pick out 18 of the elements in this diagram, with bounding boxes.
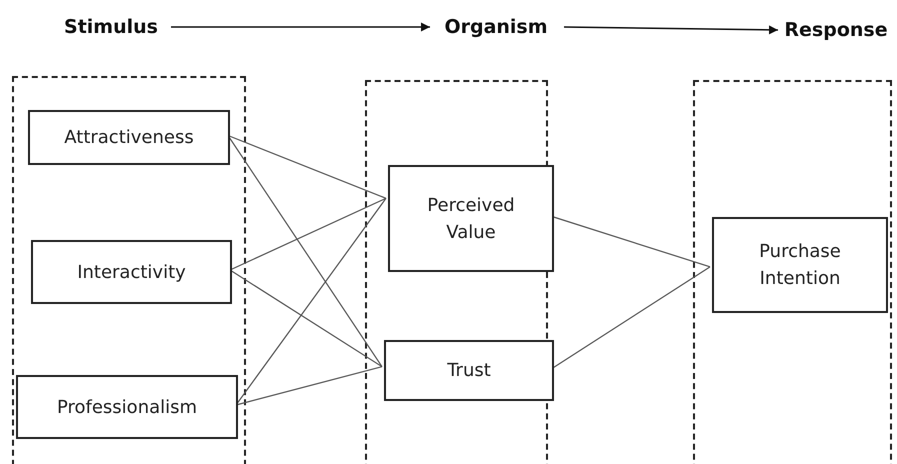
construct-label: Trust (447, 359, 491, 383)
arrow (564, 25, 778, 34)
construct-box (16, 375, 238, 439)
stage-label: Response (780, 15, 892, 45)
construct-box (388, 165, 554, 272)
construct-label: Perceived Value (426, 194, 516, 244)
stage-label: Stimulus (55, 12, 167, 42)
construct-box (384, 340, 554, 401)
construct-label: Professionalism (56, 396, 198, 420)
construct-box (28, 110, 230, 165)
construct-label: Interactivity (77, 260, 186, 284)
stage-label: Organism (432, 12, 560, 42)
construct-box (31, 240, 232, 304)
construct-label: Attractiveness (64, 126, 194, 150)
construct-box (712, 217, 888, 313)
arrow (171, 22, 430, 32)
construct-label: Purchase Intention (758, 240, 842, 291)
dashed-group (12, 76, 246, 464)
